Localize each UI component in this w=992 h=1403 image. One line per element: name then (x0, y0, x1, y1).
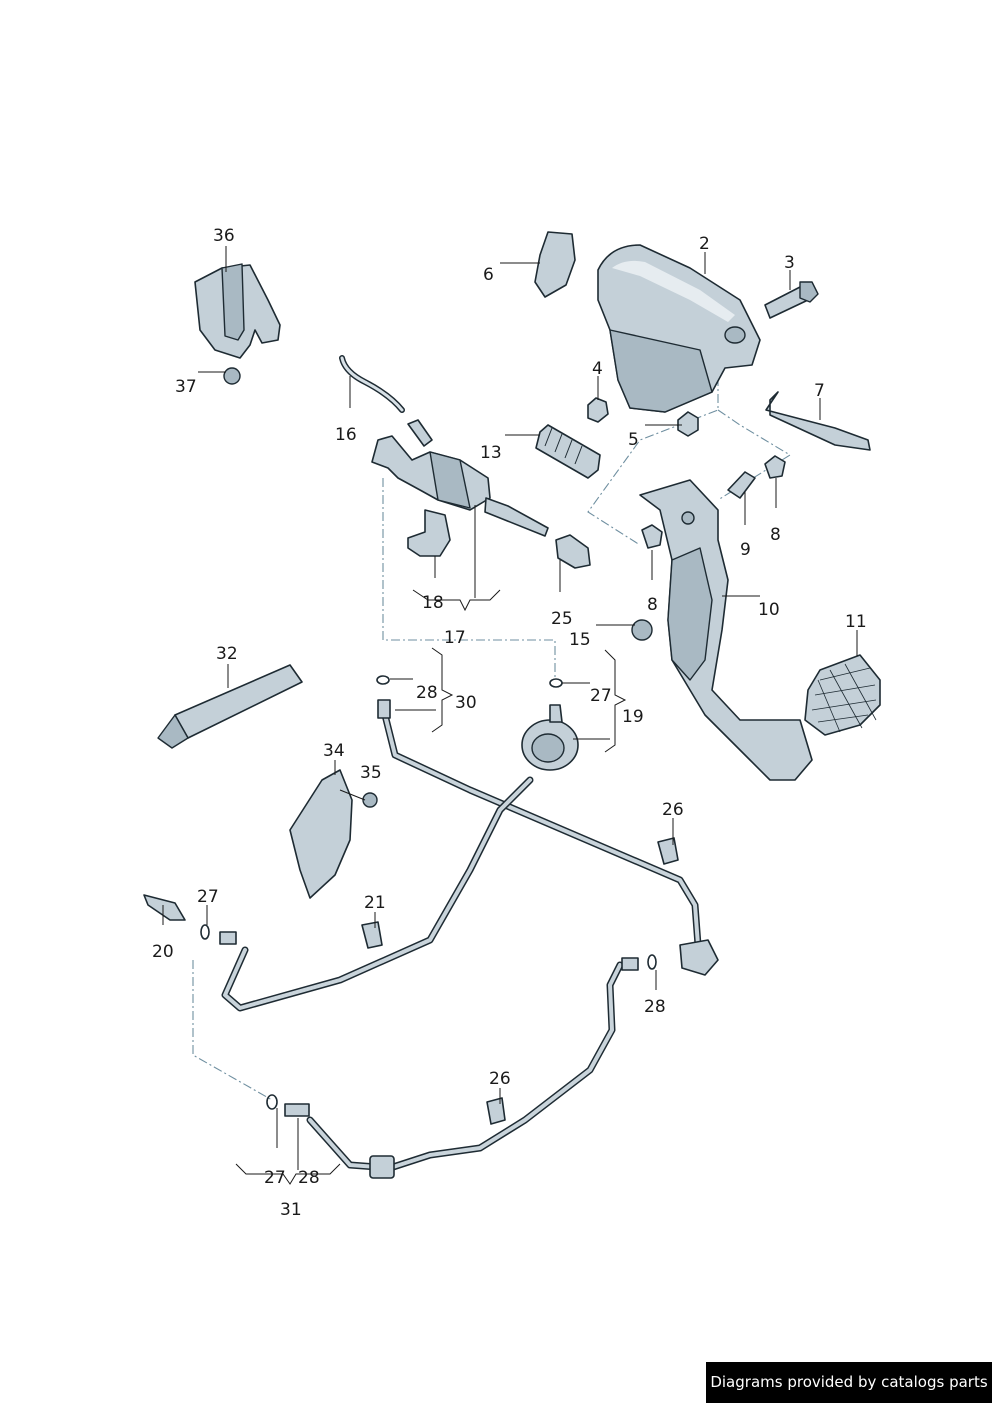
cable-part-16 (339, 355, 405, 413)
callout-16: 16 (335, 425, 357, 445)
callout-25: 25 (551, 609, 573, 629)
callout-32: 32 (216, 644, 238, 664)
callout-26-upper: 26 (662, 800, 684, 820)
callout-21: 21 (364, 893, 386, 913)
callout-3: 3 (784, 253, 795, 273)
gasket-part-6 (534, 231, 576, 298)
callout-37: 37 (175, 377, 197, 397)
callout-8-right: 8 (770, 525, 781, 545)
callout-28-bottom: 28 (298, 1168, 320, 1188)
callout-36: 36 (213, 226, 235, 246)
grease-tube-part-32 (157, 664, 303, 749)
hydraulic-lines (143, 699, 719, 1179)
holder-part-18 (407, 509, 451, 557)
bolt-part-3 (764, 281, 819, 319)
boot-part-13 (535, 424, 601, 479)
callout-28-right: 28 (644, 997, 666, 1017)
cap-part-15 (631, 619, 653, 641)
callout-7: 7 (814, 381, 825, 401)
callout-5: 5 (628, 430, 639, 450)
callout-30: 30 (455, 693, 477, 713)
callout-20: 20 (152, 942, 174, 962)
callout-2: 2 (699, 234, 710, 254)
callout-17: 17 (444, 628, 466, 648)
callout-18: 18 (422, 593, 444, 613)
bushings-part-8-9 (641, 455, 786, 549)
callout-8-left: 8 (647, 595, 658, 615)
callout-9: 9 (740, 540, 751, 560)
callout-27-upper: 27 (590, 686, 612, 706)
callout-31: 31 (280, 1200, 302, 1220)
callout-34: 34 (323, 741, 345, 761)
callout-6: 6 (483, 265, 494, 285)
heat-shield-part-34 (289, 769, 378, 899)
clip-part-35 (362, 792, 378, 808)
clutch-pedal-part-10 (639, 479, 813, 781)
pedal-pad-part-11 (804, 654, 881, 736)
pedal-bracket-part-2 (597, 244, 761, 413)
callout-26-lower: 26 (489, 1069, 511, 1089)
callout-4: 4 (592, 359, 603, 379)
slave-cylinder-part-19 (521, 704, 579, 771)
line-clips (361, 837, 679, 1125)
bracket-part-36 (194, 263, 281, 385)
clip-part-25 (555, 534, 591, 569)
callout-27-bottom: 27 (264, 1168, 286, 1188)
callout-labels: 2 3 4 5 6 7 8 8 9 10 11 13 15 16 17 18 1… (152, 226, 867, 1220)
callout-27-left: 27 (197, 887, 219, 907)
callout-15: 15 (569, 630, 591, 650)
nuts-part-4-5 (587, 397, 699, 437)
callout-11: 11 (845, 612, 867, 632)
clip-part-37 (223, 367, 241, 385)
leader-lines (162, 246, 858, 1185)
callout-19: 19 (622, 707, 644, 727)
spring-clip-part-7 (765, 391, 871, 451)
callout-28-upper: 28 (416, 683, 438, 703)
o-rings (200, 675, 657, 1110)
construction-lines (192, 360, 792, 1101)
callout-10: 10 (758, 600, 780, 620)
callout-13: 13 (480, 443, 502, 463)
callout-35: 35 (360, 763, 382, 783)
credit-banner: Diagrams provided by catalogs parts (706, 1362, 992, 1403)
master-cylinder-part-17 (371, 419, 549, 537)
